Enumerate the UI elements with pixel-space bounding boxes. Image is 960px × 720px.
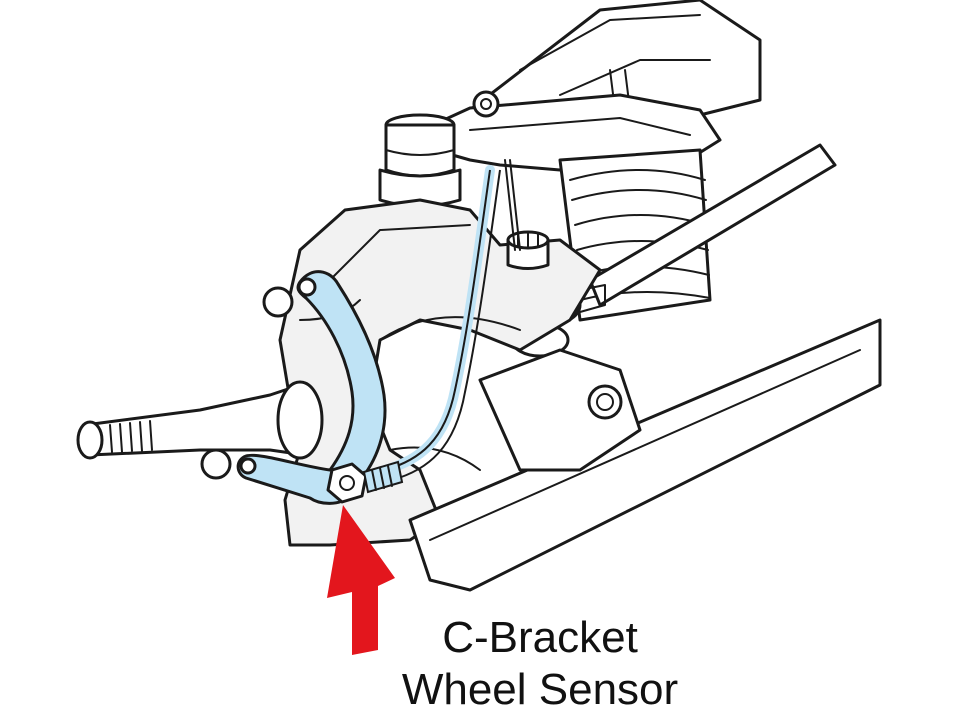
upper-control-arm — [398, 90, 722, 172]
wheel-spindle — [76, 380, 324, 460]
callout-label-line1: C-Bracket — [442, 613, 638, 662]
lower-frame-rail — [408, 318, 882, 592]
callout-arrow — [327, 505, 395, 655]
callout-label-line2: Wheel Sensor — [401, 665, 679, 714]
c-bracket — [236, 270, 404, 505]
sensor-cable — [380, 159, 521, 481]
upper-ball-joint — [378, 113, 462, 208]
